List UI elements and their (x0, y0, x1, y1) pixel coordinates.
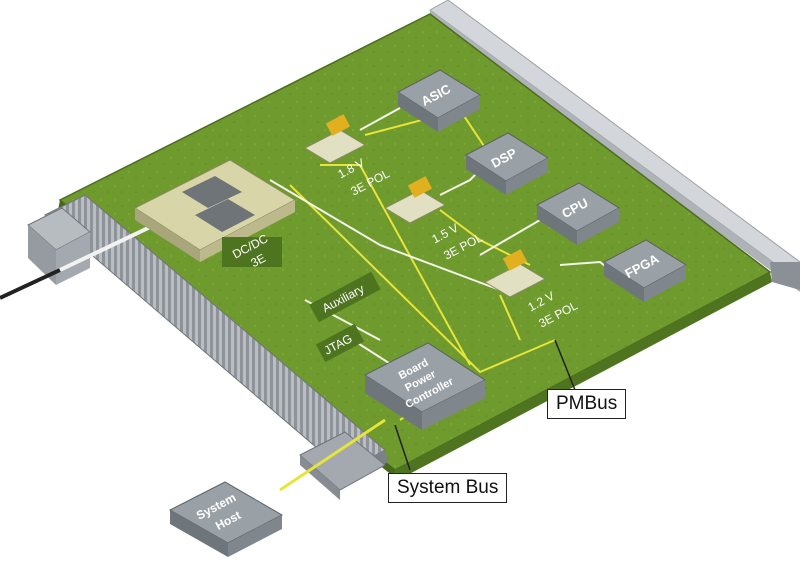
auxiliary-bg (309, 271, 381, 323)
board-rail (429, 0, 800, 292)
dcdc-label-bg (222, 237, 282, 267)
cpu-chip: CPU (536, 182, 620, 245)
pol-1-2v-chip (502, 249, 528, 271)
pmbus-callout: PMBus (547, 389, 627, 419)
pmbus-leader (554, 339, 576, 391)
pol-1-5v-chip (407, 176, 433, 198)
system-bus-leader (394, 424, 411, 471)
dsp-chip: DSP (465, 132, 549, 195)
board-power-controller: Board Power Controller (364, 342, 486, 430)
dcdc-label-line2: 3E (248, 251, 268, 270)
power-input-line (59, 218, 166, 272)
system-bus-callout: System Bus (388, 473, 508, 503)
edge-connector (27, 194, 388, 500)
dcdc-inductor-1 (182, 176, 242, 208)
pol-1-8v-chip (325, 114, 351, 136)
system-host-chip: System Host (168, 481, 284, 557)
dcdc-inductor-2 (195, 199, 255, 232)
asic-chip: ASIC (397, 69, 481, 132)
power-cable (0, 268, 61, 300)
fpga-chip: FPGA (603, 239, 687, 302)
jtag-bg (315, 323, 365, 363)
